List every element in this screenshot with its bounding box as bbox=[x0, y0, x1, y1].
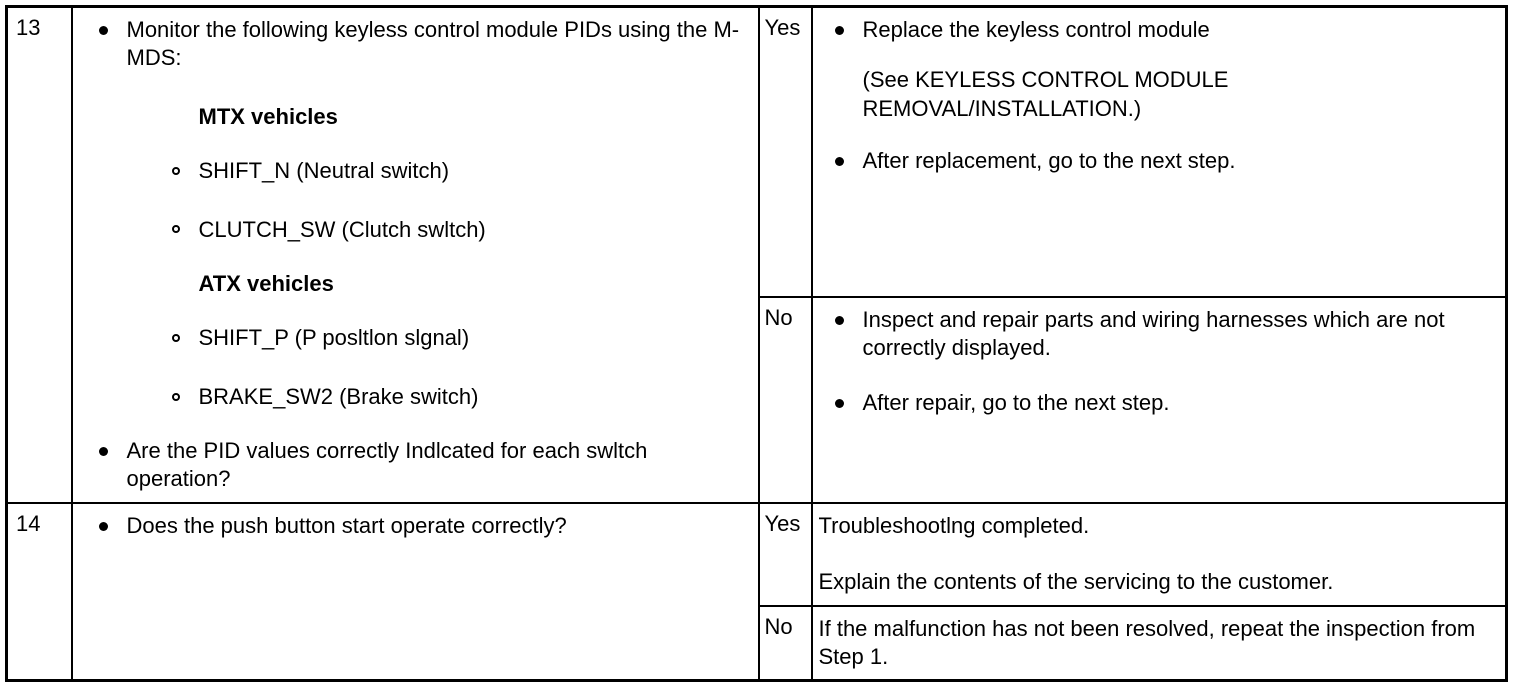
action-cell-14: Does the push button start operate corre… bbox=[70, 501, 760, 682]
bullet-icon bbox=[98, 26, 108, 36]
result-bullet-text: Inspect and repair parts and wiring harn… bbox=[862, 306, 1445, 361]
bullet-icon bbox=[834, 157, 844, 167]
result-action-cell-14-yes: Troubleshootlng completed. Explain the c… bbox=[810, 501, 1508, 607]
list-item: Inspect and repair parts and wiring harn… bbox=[819, 306, 1498, 363]
result-label-yes: Yes bbox=[764, 15, 801, 40]
result-body-14-yes: Troubleshootlng completed. Explain the c… bbox=[813, 504, 1506, 605]
circle-bullet-icon bbox=[171, 225, 180, 234]
action-body-13: Monitor the following keyless control mo… bbox=[73, 8, 758, 502]
list-item: SHIFT_N (Neutral switch) bbox=[83, 157, 748, 185]
group-heading-atx: ATX vehicles bbox=[198, 270, 334, 296]
action-question-list-13: Are the PID values correctly Indlcated f… bbox=[83, 437, 748, 494]
bullet-icon bbox=[98, 447, 108, 457]
pid-list-atx: SHIFT_P (P posltlon slgnal) BRAKE_SW2 (B… bbox=[83, 324, 748, 411]
action-lead-text-14: Does the push button start operate corre… bbox=[126, 512, 567, 538]
result-label-no: No bbox=[764, 613, 793, 639]
result-label-no: No bbox=[764, 304, 793, 330]
list-item: After replacement, go to the next step. bbox=[819, 147, 1498, 175]
list-item: After repair, go to the next step. bbox=[819, 389, 1498, 417]
list-item: BRAKE_SW2 (Brake switch) bbox=[83, 383, 748, 411]
result-action-cell-13-no: Inspect and repair parts and wiring harn… bbox=[810, 295, 1508, 504]
step-number-cell-13: 13 bbox=[5, 5, 73, 504]
pid-item-label: BRAKE_SW2 (Brake switch) bbox=[198, 383, 479, 409]
list-item: Are the PID values correctly Indlcated f… bbox=[83, 437, 748, 494]
result-bullet-list-13-yes-after: After replacement, go to the next step. bbox=[819, 147, 1498, 175]
group-heading-mtx: MTX vehicles bbox=[198, 103, 338, 129]
result-bullet-list-13-no: Inspect and repair parts and wiring harn… bbox=[819, 306, 1498, 417]
result-label-cell-14-yes: Yes bbox=[757, 501, 813, 607]
action-question-text-13: Are the PID values correctly Indlcated f… bbox=[126, 438, 648, 492]
list-item: Does the push button start operate corre… bbox=[83, 512, 748, 540]
result-bullet-text: Replace the keyless control module bbox=[862, 17, 1210, 42]
spacer bbox=[83, 411, 748, 437]
pid-item-label: SHIFT_P (P posltlon slgnal) bbox=[198, 325, 470, 351]
bullet-icon bbox=[98, 521, 108, 531]
spacer bbox=[83, 244, 748, 270]
step-number-14: 14 bbox=[16, 510, 41, 536]
pid-list-mtx: SHIFT_N (Neutral switch) CLUTCH_SW (Clut… bbox=[83, 157, 748, 244]
bullet-icon bbox=[834, 26, 844, 36]
result-bullet-text: After repair, go to the next step. bbox=[862, 389, 1170, 415]
action-body-14: Does the push button start operate corre… bbox=[73, 504, 758, 548]
circle-bullet-icon bbox=[171, 392, 180, 401]
list-item: CLUTCH_SW (Clutch swltch) bbox=[83, 216, 748, 244]
bullet-icon bbox=[834, 315, 844, 325]
result-label-cell-14-no: No bbox=[757, 604, 813, 682]
result-action-cell-13-yes: Replace the keyless control module (See … bbox=[810, 5, 1508, 298]
result-reference-note-13: (See KEYLESS CONTROL MODULE REMOVAL/INST… bbox=[862, 67, 1229, 121]
action-bullet-list-14: Does the push button start operate corre… bbox=[83, 512, 748, 540]
result-label-cell-13-yes: Yes bbox=[757, 5, 813, 298]
step-number-cell-14: 14 bbox=[5, 501, 73, 682]
result-bullet-text: After replacement, go to the next step. bbox=[862, 148, 1236, 174]
table-row: 13 Monitor the following keyless control… bbox=[5, 5, 1508, 504]
circle-bullet-icon bbox=[171, 334, 180, 343]
result-paragraph: If the malfunction has not been resolved… bbox=[818, 615, 1476, 669]
table-row: 14 Does the push button start operate co… bbox=[5, 501, 1508, 682]
troubleshooting-table: 13 Monitor the following keyless control… bbox=[5, 5, 1508, 682]
action-bullet-list-13: Monitor the following keyless control mo… bbox=[83, 16, 748, 73]
result-paragraph: Troubleshootlng completed. bbox=[818, 512, 1090, 538]
result-bullet-list-13-yes: Replace the keyless control module bbox=[819, 16, 1498, 44]
step-number-13: 13 bbox=[16, 15, 41, 40]
result-body-13-no: Inspect and repair parts and wiring harn… bbox=[813, 298, 1506, 425]
circle-bullet-icon bbox=[171, 167, 180, 176]
action-cell-13: Monitor the following keyless control mo… bbox=[70, 5, 760, 504]
spacer bbox=[83, 73, 748, 103]
bullet-icon bbox=[834, 398, 844, 408]
result-body-14-no: If the malfunction has not been resolved… bbox=[813, 607, 1506, 680]
result-body-13-yes: Replace the keyless control module (See … bbox=[813, 8, 1506, 184]
pid-item-label: CLUTCH_SW (Clutch swltch) bbox=[198, 216, 486, 242]
result-label-yes: Yes bbox=[764, 510, 801, 536]
pid-item-label: SHIFT_N (Neutral switch) bbox=[198, 158, 450, 184]
result-action-cell-14-no: If the malfunction has not been resolved… bbox=[810, 604, 1508, 682]
list-item: Replace the keyless control module bbox=[819, 16, 1498, 44]
action-lead-text-13: Monitor the following keyless control mo… bbox=[126, 17, 740, 71]
list-item: SHIFT_P (P posltlon slgnal) bbox=[83, 324, 748, 352]
list-item: Monitor the following keyless control mo… bbox=[83, 16, 748, 73]
result-label-cell-13-no: No bbox=[757, 295, 813, 504]
table-row: No Inspect and repair parts and wiring h… bbox=[7, 295, 1508, 504]
result-paragraph: Explain the contents of the servicing to… bbox=[818, 569, 1334, 595]
